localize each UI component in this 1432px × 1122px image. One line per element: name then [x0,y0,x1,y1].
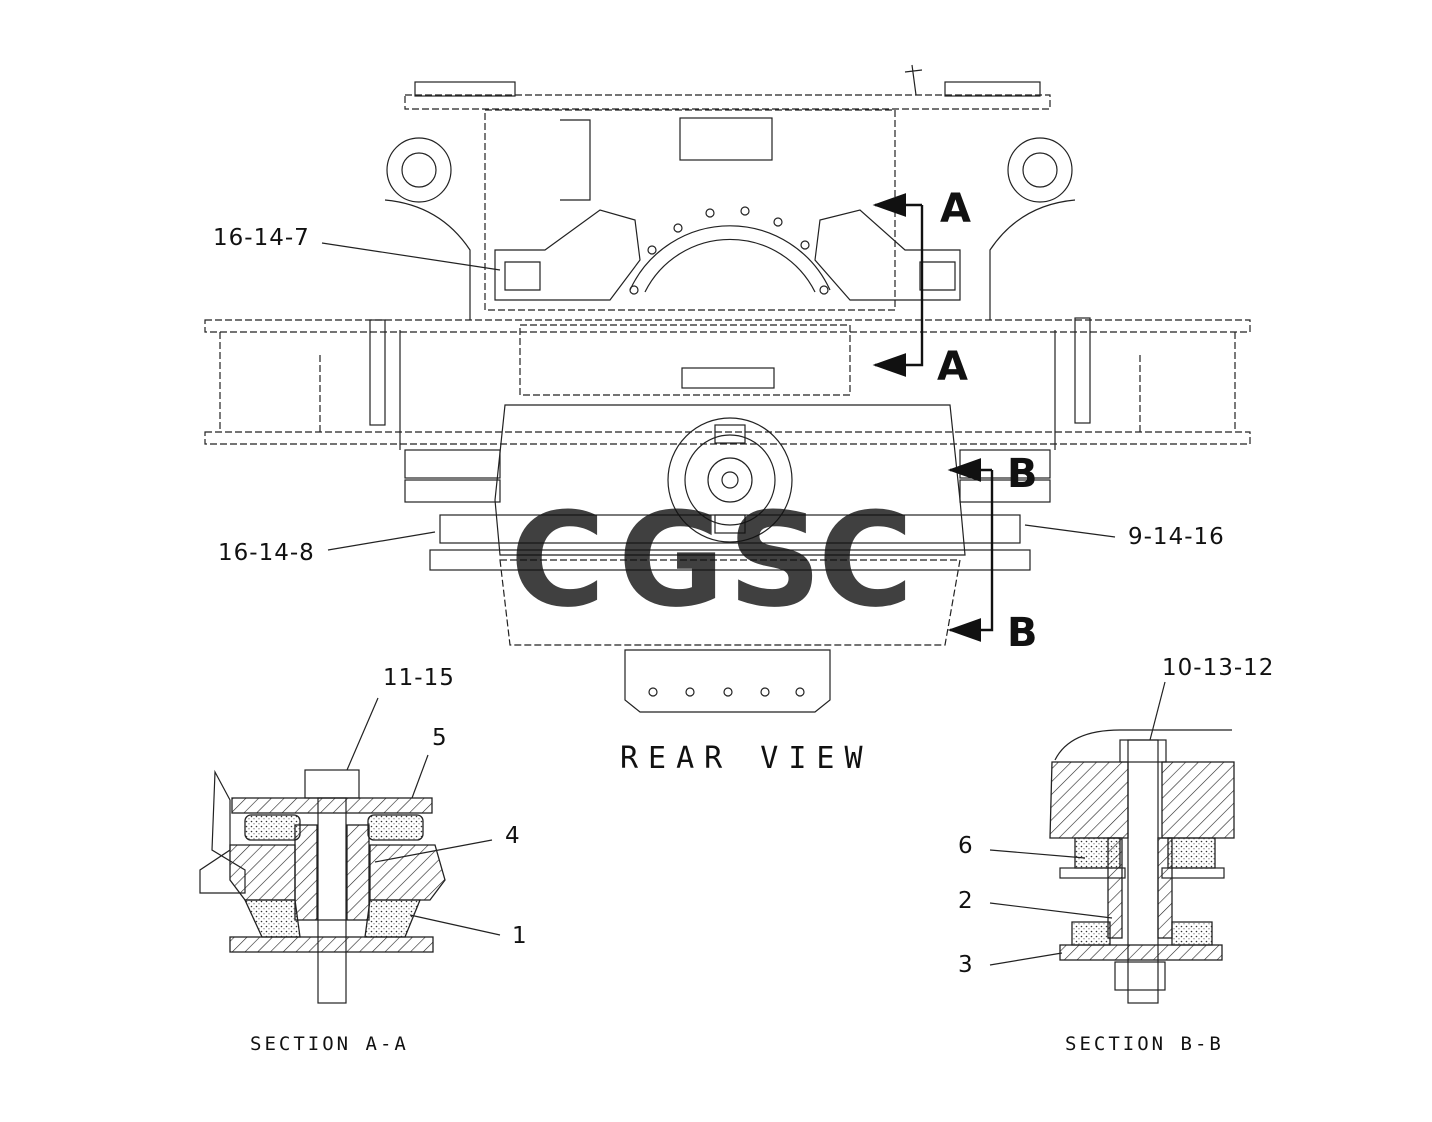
callout-16-14-7: 16-14-7 [213,225,501,271]
section-a-a-drawing [199,769,446,1004]
engine-assembly-drawing [204,64,1251,713]
callout-label: 6 [958,833,974,859]
section-label-b-bottom: B [1007,610,1038,656]
watermark-letter-s: S [728,484,822,636]
watermark-letter-g: G [618,484,725,636]
callout-label: 4 [505,823,521,849]
section-label-b-top: B [1007,451,1038,497]
section-a-caption: SECTION A-A [250,1033,409,1055]
callout-9-14-16: 9-14-16 [1024,524,1225,550]
callout-label: 11-15 [383,665,455,691]
section-b-callouts: 10-13-12 6 2 3 [958,655,1274,978]
watermark-letter-c1: C [510,484,605,636]
callout-label: 16-14-7 [213,225,310,251]
callout-label: 5 [432,725,448,751]
section-label-a-bottom: A [937,344,968,390]
housing-bolts [629,206,829,295]
callout-label: 1 [512,923,528,949]
cgsc-watermark: C G S C [510,484,913,636]
watermark-letter-c2: C [818,484,913,636]
section-cut-a [872,193,924,377]
view-caption: REAR VIEW [620,741,873,776]
callout-label: 3 [958,952,974,978]
callout-label: 10-13-12 [1162,655,1274,681]
callout-16-14-8: 16-14-8 [218,531,436,566]
callout-label: 16-14-8 [218,540,315,566]
section-a-callouts: 11-15 5 4 1 [346,665,528,949]
callout-label: 2 [958,888,974,914]
section-label-a-top: A [940,186,971,232]
section-b-b-drawing [1049,729,1235,1004]
section-b-caption: SECTION B-B [1065,1033,1224,1055]
callout-label: 9-14-16 [1128,524,1225,550]
section-cut-b [947,458,994,642]
